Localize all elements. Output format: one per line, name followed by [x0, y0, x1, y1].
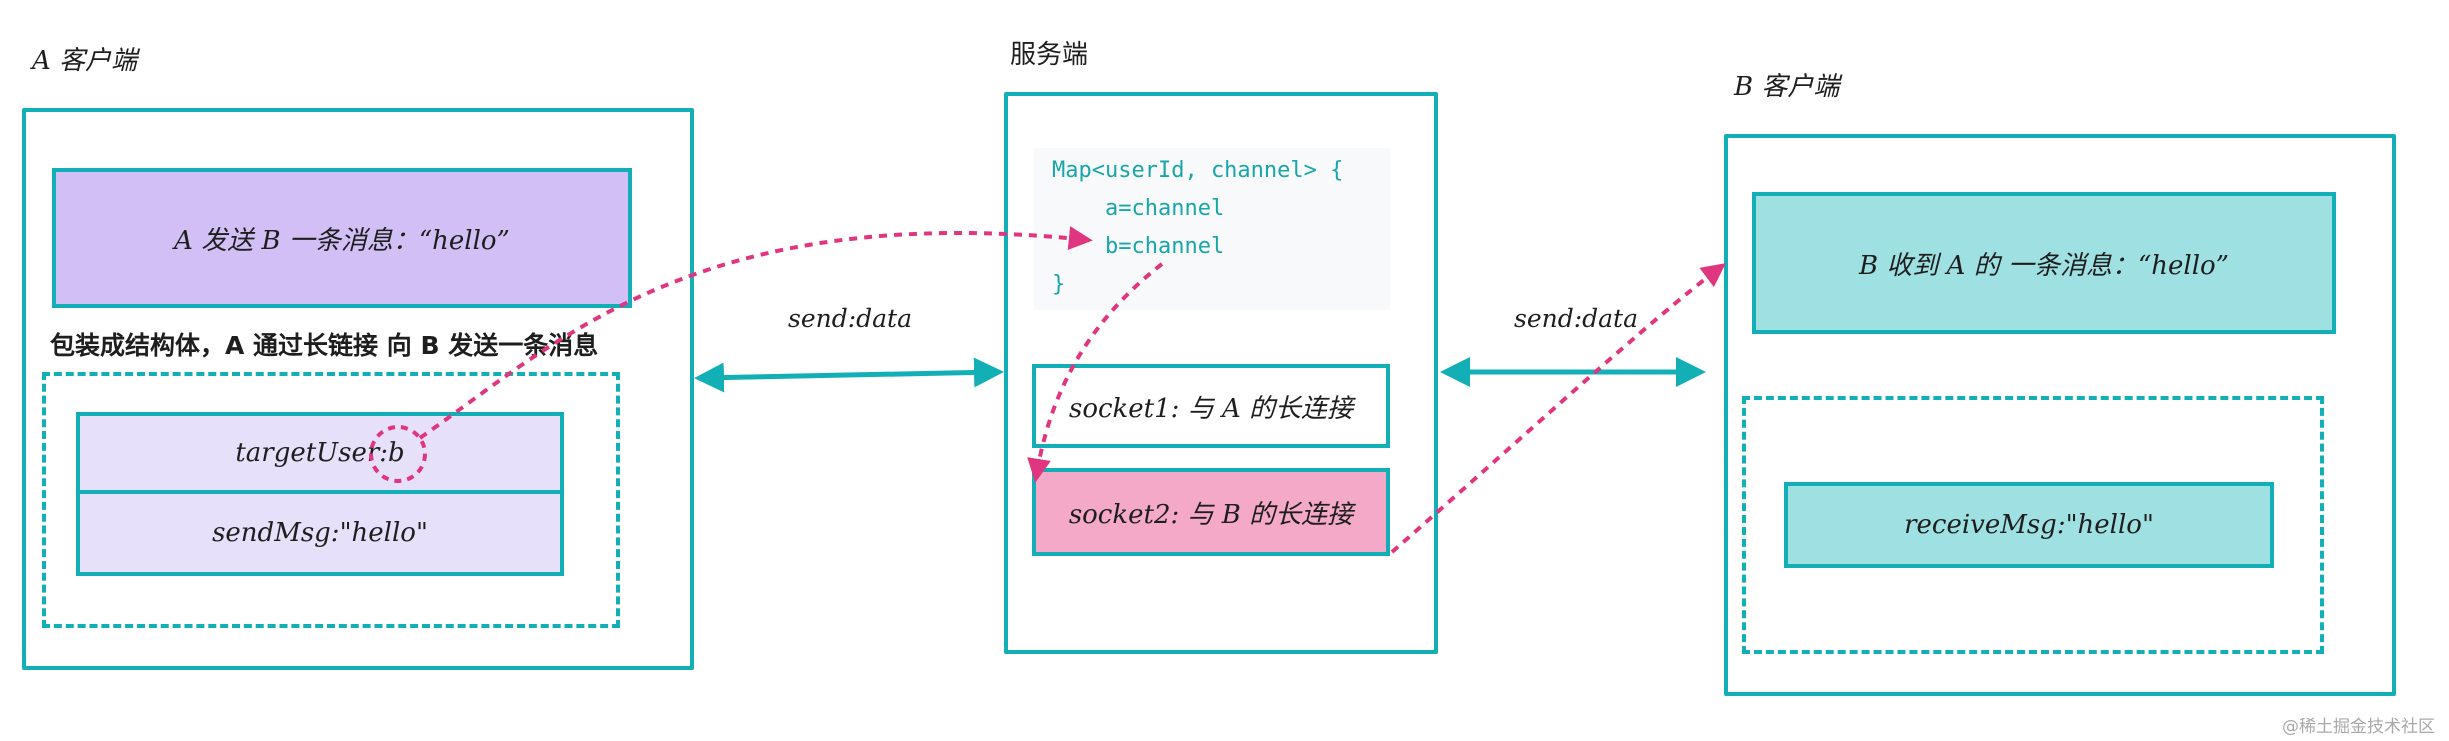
target-user-field: targetUser:b: [76, 412, 564, 494]
channel-to-socket-arrow: [1027, 262, 1164, 483]
socket1-text: socket1: 与 A 的长连接: [1068, 393, 1354, 424]
target-user-text: targetUser:b: [235, 438, 405, 468]
socket1-box: socket1: 与 A 的长连接: [1032, 364, 1390, 448]
server-frame: [1004, 92, 1438, 654]
socket2-text: socket2: 与 B 的长连接: [1068, 499, 1354, 530]
server-title: 服务端: [1010, 40, 1089, 70]
client-a-title: A 客户端: [32, 46, 138, 76]
deliver-arrow: [1390, 263, 1726, 554]
client-a-wrap-note: 包装成结构体，A 通过长链接 向 B 发送一条消息: [50, 331, 599, 360]
receive-msg-field: receiveMsg:"hello": [1784, 482, 2274, 568]
send-msg-field: sendMsg:"hello": [76, 490, 564, 576]
code-line-3: b=channel: [1052, 234, 1225, 259]
left-link-label: send:data: [788, 304, 913, 333]
client-a-struct-container: [42, 372, 620, 628]
left-link-arrow: [694, 357, 1004, 393]
client-b-title: B 客户端: [1734, 72, 1840, 102]
target-highlight-circle: [369, 425, 427, 483]
watermark: @稀土掘金技术社区: [2282, 717, 2435, 737]
server-code-block: Map<userId, channel> { a=channel b=chann…: [1034, 148, 1390, 310]
client-b-struct-container: [1742, 396, 2324, 654]
lookup-arrow: [418, 226, 1093, 440]
client-b-frame: [1724, 134, 2396, 696]
client-b-message-text: B 收到 A 的 一条消息：“hello”: [1859, 250, 2229, 281]
right-link-label: send:data: [1514, 304, 1639, 333]
send-msg-text: sendMsg:"hello": [212, 518, 428, 548]
client-a-message-text: A 发送 B 一条消息：“hello”: [174, 225, 510, 256]
client-b-message-box: B 收到 A 的 一条消息：“hello”: [1752, 192, 2336, 334]
receive-msg-text: receiveMsg:"hello": [1904, 510, 2154, 540]
client-a-frame: [22, 108, 694, 670]
code-line-1: Map<userId, channel> {: [1052, 158, 1344, 183]
client-a-message-box: A 发送 B 一条消息：“hello”: [52, 168, 632, 308]
code-line-2: a=channel: [1052, 196, 1225, 221]
code-line-4: }: [1052, 272, 1066, 297]
socket2-box: socket2: 与 B 的长连接: [1032, 468, 1390, 556]
